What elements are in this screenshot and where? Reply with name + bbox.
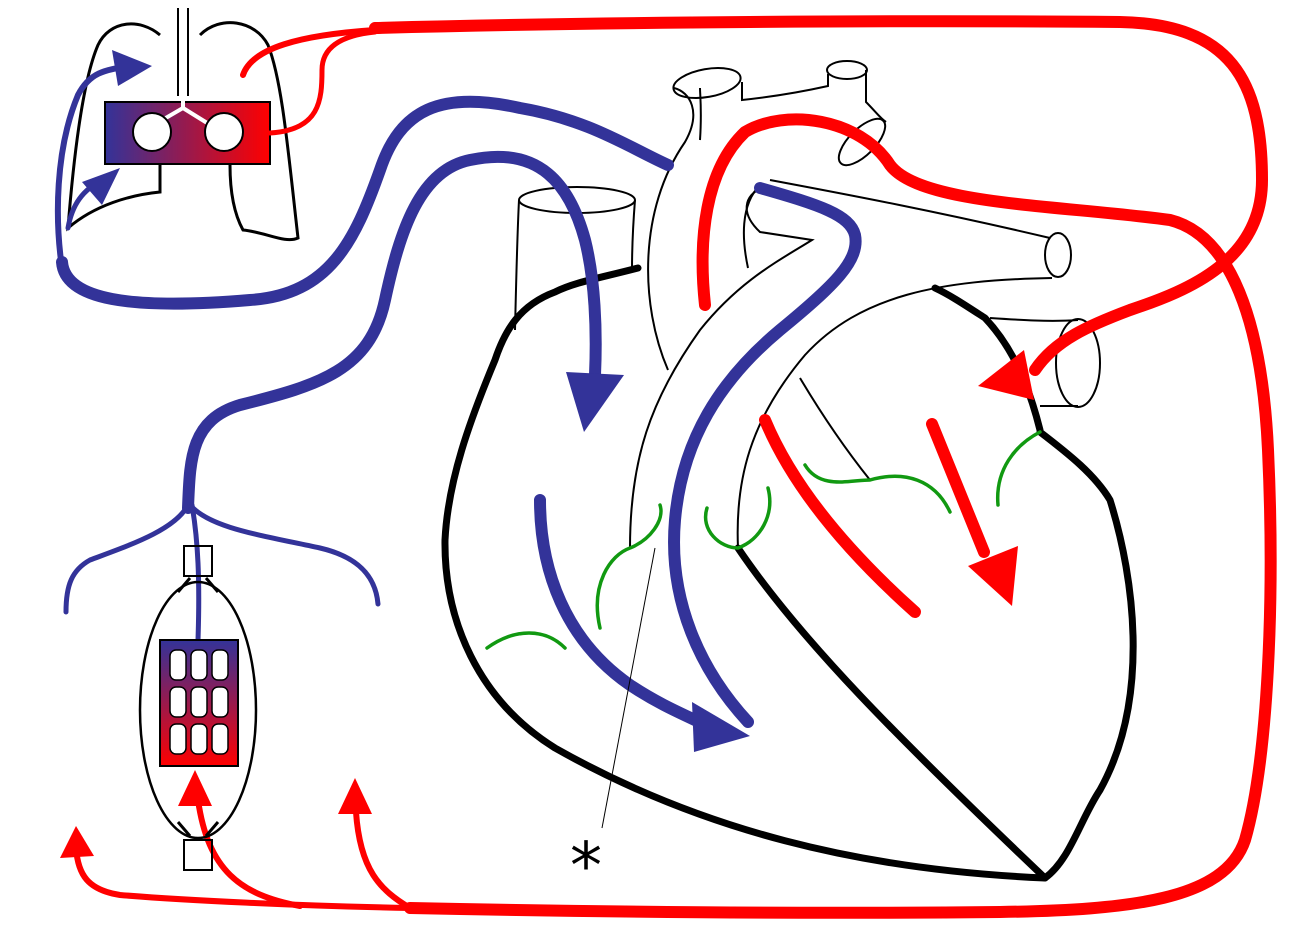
aortic-arch <box>647 87 702 371</box>
right-ventricle-blue <box>534 494 718 734</box>
left-lung-outline <box>66 22 162 232</box>
left-ventricle-red <box>926 418 990 558</box>
systemic-red-branch-mid <box>195 797 303 909</box>
aortic-valve <box>996 430 1042 507</box>
systemic-to-heart-blue <box>182 150 602 514</box>
oxygenated-flow <box>73 15 1277 919</box>
tricuspid-valve-right <box>595 503 663 630</box>
interventricular-septum <box>799 377 871 481</box>
pulmonary-trunk-blue <box>668 182 862 728</box>
asterisk-pointer-line <box>601 547 656 829</box>
lung-red-exchange <box>267 29 378 136</box>
heart-valves <box>485 430 1042 650</box>
arrow-systemic-left <box>60 826 94 858</box>
tissue-organ-outline <box>138 580 258 840</box>
heart-vessels <box>514 60 1101 549</box>
deoxygenated-flow <box>54 63 862 734</box>
arrow-lung-mid <box>82 168 120 205</box>
lung-red-out <box>240 27 378 78</box>
trachea <box>177 8 189 96</box>
heart-wall-right <box>441 264 1137 882</box>
lungs <box>66 21 300 242</box>
heart-wall <box>441 264 1137 882</box>
pulmonary-to-heart-blue <box>56 95 674 310</box>
pulmonary-artery-opening <box>1044 232 1072 278</box>
right-lung-outline <box>198 21 300 242</box>
arrow-lung-top <box>112 50 152 86</box>
pulmonary-trunk <box>629 184 815 549</box>
arrow-left-ventricle <box>968 546 1018 606</box>
systemic-blue-branch-right <box>187 502 381 607</box>
mitral-valve <box>803 463 952 514</box>
systemic-red-bottom <box>73 845 413 911</box>
arrow-right-ventricle <box>692 702 750 752</box>
tissue-capillary-bed <box>138 545 258 871</box>
systemic-blue-branch-left <box>63 502 191 615</box>
pulmonary-vein-opening <box>1055 318 1101 408</box>
lung-blue-return <box>54 63 133 271</box>
alveolus-left <box>132 112 172 152</box>
systemic-red-branch-right <box>353 809 413 911</box>
asterisk-label: * <box>570 830 602 904</box>
outer-red-loop <box>369 15 1268 376</box>
brachiocephalic-opening <box>672 67 742 99</box>
red-arrowheads <box>60 350 1034 858</box>
pulmonary-valve <box>703 486 772 550</box>
subclavian-opening <box>826 60 868 80</box>
arrow-systemic-right <box>338 778 372 814</box>
tricuspid-valve-left <box>485 631 567 650</box>
tissue-bottom-clamp <box>183 839 213 871</box>
arrow-pulmonary-vein <box>978 350 1034 400</box>
tissue-sphincter-marks <box>176 577 220 837</box>
left-atrium-red <box>759 414 921 618</box>
heart-wall-septal <box>734 544 1049 882</box>
blue-arrowheads <box>82 50 750 752</box>
arrow-right-atrium <box>566 372 624 432</box>
tissue-top-clamp <box>183 545 213 577</box>
systemic-red-right <box>404 113 1277 919</box>
alveolus-right <box>204 112 244 152</box>
arrow-systemic-mid <box>178 770 212 806</box>
tissue-cells <box>169 649 229 755</box>
heart-wall-upper <box>931 284 1044 434</box>
systemic-blue-capillary <box>189 502 202 643</box>
